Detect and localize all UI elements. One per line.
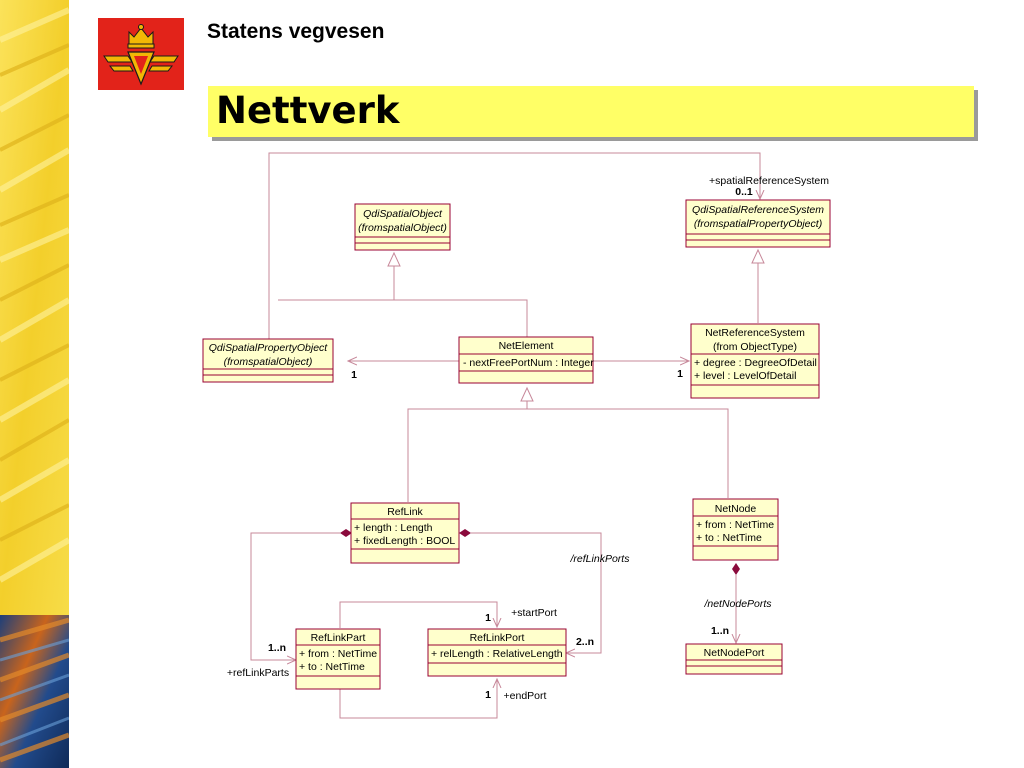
class-stereotype: (fromspatialObject)	[224, 356, 313, 368]
generalization-triangle-qdi-spatial-object	[387, 251, 401, 267]
class-name: NetNode	[715, 503, 757, 515]
class-attribute: + length : Length	[354, 522, 433, 534]
class-attribute: + from : NetTime	[299, 648, 377, 660]
parts-role-label: +refLinkParts	[227, 667, 289, 679]
class-attribute: + degree : DegreeOfDetail	[694, 357, 817, 369]
connectors	[250, 152, 765, 719]
class-name: QdiSpatialObject	[363, 208, 443, 220]
decorative-side-stripe	[0, 0, 69, 768]
class-net-element: NetElement - nextFreePortNum : Integer	[458, 336, 594, 384]
spatial-reference-association	[268, 152, 760, 340]
netelement-generalization-line	[278, 266, 528, 337]
node-ports-multiplicity: 1..n	[711, 625, 729, 637]
class-qdi-spatial-object: QdiSpatialObject (fromspatialObject)	[354, 203, 451, 251]
class-attribute: + fixedLength : BOOL	[354, 535, 455, 547]
composition-diamond-netnode-ports	[732, 563, 740, 575]
reflink-netnode-generalization-line	[407, 400, 729, 502]
class-net-reference-system: NetReferenceSystem (from ObjectType) + d…	[690, 323, 820, 399]
class-name: NetReferenceSystem	[705, 327, 805, 339]
class-stereotype: (fromspatialObject)	[358, 222, 447, 234]
end-port-association	[339, 679, 497, 719]
netrefsys-multiplicity: 1	[677, 368, 683, 380]
norwegian-crown-road-emblem-icon	[98, 18, 184, 90]
class-qdi-spatial-property-object: QdiSpatialPropertyObject (fromspatialObj…	[202, 338, 334, 383]
statens-vegvesen-logo	[98, 18, 184, 90]
reflink-ports-composition	[471, 532, 602, 653]
side-stripe-graphic	[0, 0, 69, 768]
class-ref-link-port: RefLinkPort + relLength : RelativeLength	[427, 628, 567, 677]
end-port-role-label: +endPort	[504, 690, 547, 702]
start-port-multiplicity: 1	[485, 612, 491, 624]
property-object-multiplicity: 1	[351, 369, 357, 381]
composition-diamond-reflink-parts	[340, 529, 352, 537]
reflink-parts-composition	[250, 532, 340, 660]
class-stereotype: (from ObjectType)	[713, 341, 797, 353]
start-port-association	[339, 601, 497, 628]
class-attribute: + relLength : RelativeLength	[431, 648, 563, 660]
class-attribute: - nextFreePortNum : Integer	[463, 357, 594, 369]
class-name: RefLinkPart	[311, 632, 366, 644]
ports-multiplicity: 2..n	[576, 636, 594, 648]
spatial-reference-multiplicity: 0..1	[735, 186, 753, 198]
slide-title: Nettverk	[216, 89, 400, 132]
class-ref-link: RefLink + length : Length + fixedLength …	[350, 502, 460, 564]
class-qdi-spatial-reference-system: QdiSpatialReferenceSystem (fromspatialPr…	[685, 199, 831, 248]
class-attribute: + from : NetTime	[696, 519, 774, 531]
end-port-multiplicity: 1	[485, 689, 491, 701]
class-name: NetElement	[499, 340, 554, 352]
class-name: RefLink	[387, 506, 423, 518]
class-net-node-port: NetNodePort	[685, 643, 783, 675]
start-port-role-label: +startPort	[511, 607, 557, 619]
class-attribute: + level : LevelOfDetail	[694, 370, 796, 382]
ref-link-ports-label: /refLinkPorts	[570, 553, 631, 565]
class-name: NetNodePort	[704, 647, 765, 659]
net-node-ports-label: /netNodePorts	[703, 598, 772, 610]
organization-name: Statens vegvesen	[207, 20, 385, 43]
class-attribute: + to : NetTime	[299, 661, 365, 673]
generalization-triangle-netelement	[520, 386, 534, 402]
parts-multiplicity: 1..n	[268, 642, 286, 654]
class-net-node: NetNode + from : NetTime + to : NetTime	[692, 498, 779, 561]
class-name: QdiSpatialReferenceSystem	[692, 204, 824, 216]
generalization-triangle-qdi-srs	[751, 248, 765, 264]
association-labels: +spatialReferenceSystem 0..1 1 1 /refLin…	[227, 175, 829, 702]
composition-diamond-reflink-ports	[459, 529, 471, 537]
class-attribute: + to : NetTime	[696, 532, 762, 544]
title-bar: Nettverk	[208, 86, 974, 137]
class-ref-link-part: RefLinkPart + from : NetTime + to : NetT…	[295, 628, 381, 690]
class-stereotype: (fromspatialPropertyObject)	[694, 218, 822, 230]
class-name: RefLinkPort	[470, 632, 525, 644]
class-name: QdiSpatialPropertyObject	[209, 342, 329, 354]
spatial-reference-role-label: +spatialReferenceSystem	[709, 175, 829, 187]
